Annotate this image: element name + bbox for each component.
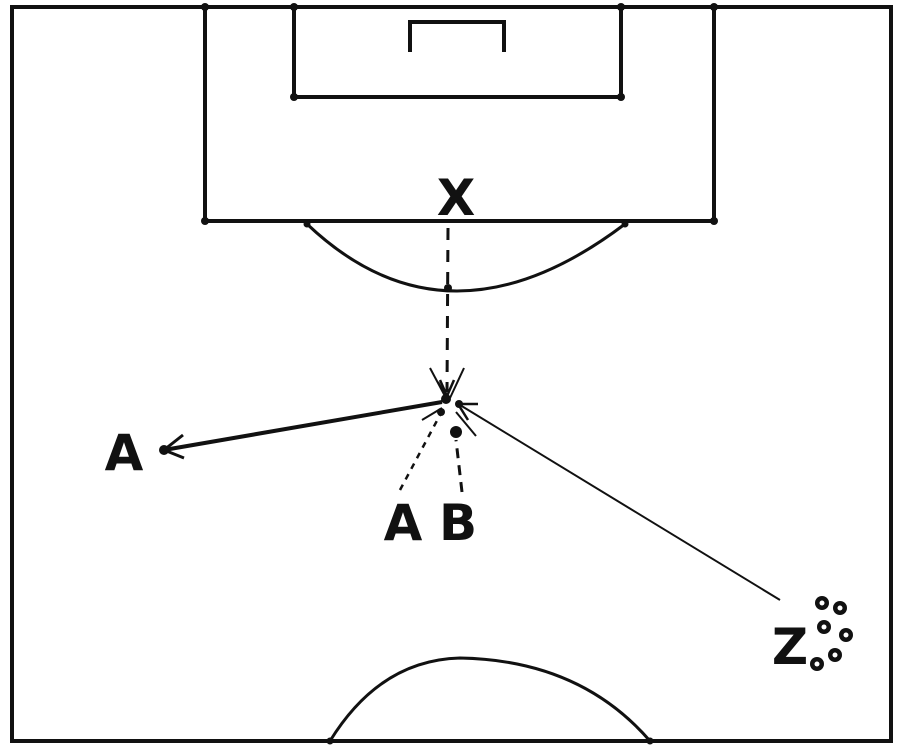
- pitch-boundary: [10, 5, 893, 743]
- dashed-run-from-b: [454, 439, 464, 493]
- penalty-box: [203, 7, 716, 223]
- label-x: X: [437, 169, 476, 227]
- goal: [408, 20, 506, 52]
- pass-from-z: [459, 404, 781, 601]
- player-a-marker: [159, 445, 169, 455]
- label-a-left: A: [105, 424, 144, 482]
- dashed-run-from-a: [398, 414, 442, 491]
- penalty-arc: [305, 222, 626, 293]
- ball-marker: [455, 400, 463, 408]
- line-junction-dots: [201, 3, 718, 745]
- player-a-run-marker: [437, 408, 445, 416]
- dashed-run-from-x: [445, 227, 450, 393]
- ball-cluster: [810, 596, 853, 671]
- label-a-bottom: A: [384, 494, 423, 552]
- goal-area: [292, 7, 623, 99]
- label-b: B: [439, 494, 477, 552]
- meeting-point-marker: [441, 394, 451, 404]
- label-z: Z: [772, 618, 808, 676]
- pass-to-a: [163, 400, 443, 452]
- center-circle-arc: [328, 656, 652, 742]
- player-b-run-marker: [450, 426, 462, 438]
